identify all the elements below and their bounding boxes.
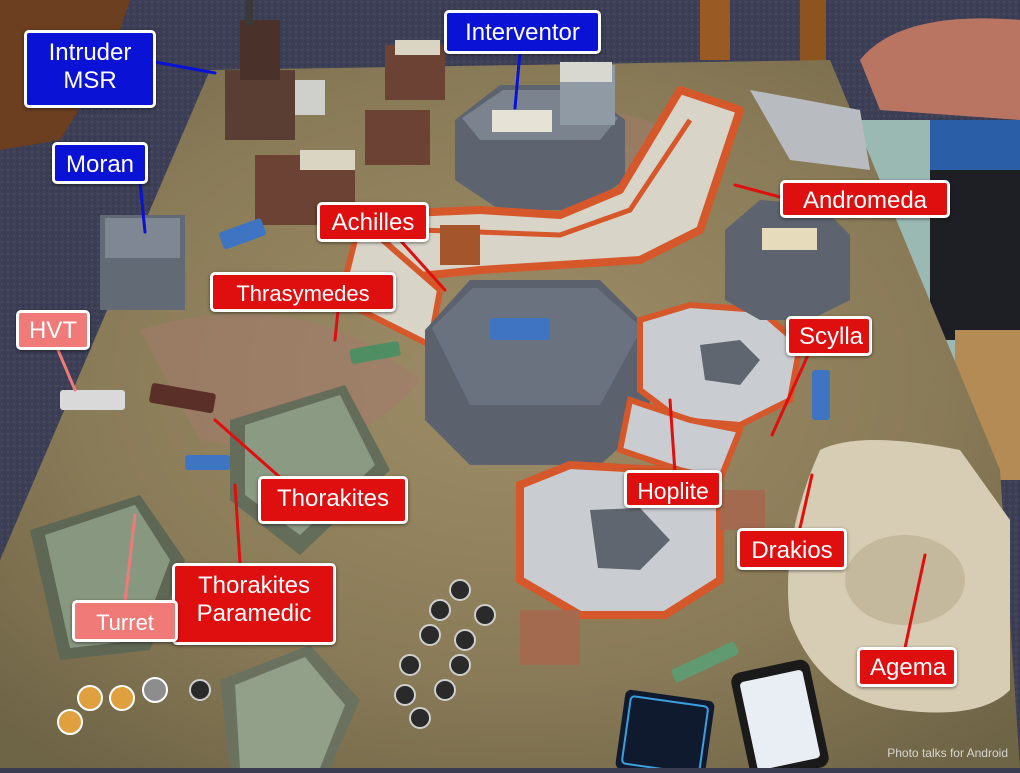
tower-base (225, 70, 295, 140)
orange-tokens (57, 685, 135, 735)
phone-screen (740, 670, 820, 770)
tower-top (240, 20, 280, 80)
tool-tray (930, 120, 1020, 170)
blue-barricade-2 (185, 455, 230, 470)
table-leg (700, 0, 730, 60)
hex-platform-right-window (700, 340, 760, 385)
hex-building-central-roof (432, 288, 642, 405)
hvt-barricade (60, 390, 125, 410)
brown-building-1-roof (395, 40, 440, 55)
label-interventor: Interventor (444, 10, 601, 54)
label-hvt: HVT (16, 310, 90, 350)
central-barrier (490, 318, 550, 340)
andromeda-barrier (762, 228, 817, 250)
brown-building-3-roof (300, 150, 355, 170)
blue-barricade-1 (219, 218, 266, 250)
grey-token (142, 677, 168, 703)
label-thrasymedes: Thrasymedes (210, 272, 396, 312)
crate-stack-right (720, 490, 765, 530)
label-agema: Agema (857, 647, 957, 687)
green-barricade (349, 341, 401, 364)
label-hoplite: Hoplite (624, 470, 722, 508)
label-thorakites: Thorakites (258, 476, 408, 524)
crate-stack-left (440, 225, 480, 265)
label-andromeda: Andromeda (780, 180, 950, 218)
table-leg-2 (800, 0, 826, 70)
label-moran: Moran (52, 142, 148, 184)
tower-side (295, 80, 325, 115)
token-group (189, 579, 496, 729)
interventor-barrier (492, 110, 552, 132)
label-drakios: Drakios (737, 528, 847, 570)
green-barricade-2 (671, 641, 739, 683)
chair-right (860, 18, 1020, 120)
tower-antenna (245, 0, 253, 25)
green-crate-bottom-inner (235, 657, 345, 768)
label-achilles: Achilles (317, 202, 429, 242)
grey-building-top (560, 62, 612, 82)
label-intruder-msr: Intruder MSR (24, 30, 156, 108)
label-thorakites-paramedic: Thorakites Paramedic (172, 563, 336, 645)
crate-stack-center (520, 610, 580, 665)
label-turret: Turret (72, 600, 178, 642)
wall-corridor-inner (419, 118, 693, 238)
callout-leaders (56, 50, 927, 650)
watermark: Photo talks for Android (887, 746, 1008, 760)
hex-platform-bottom-window (590, 508, 670, 570)
brown-barricade (149, 383, 216, 414)
label-scylla: Scylla (786, 316, 872, 356)
ship-model (750, 90, 870, 170)
hex-building-andromeda (725, 200, 850, 320)
game-card (615, 689, 715, 773)
tan-fortress-tower (845, 535, 965, 625)
brown-building-2 (365, 110, 430, 165)
blue-barricade-3 (812, 370, 830, 420)
moran-building-top (105, 218, 180, 258)
